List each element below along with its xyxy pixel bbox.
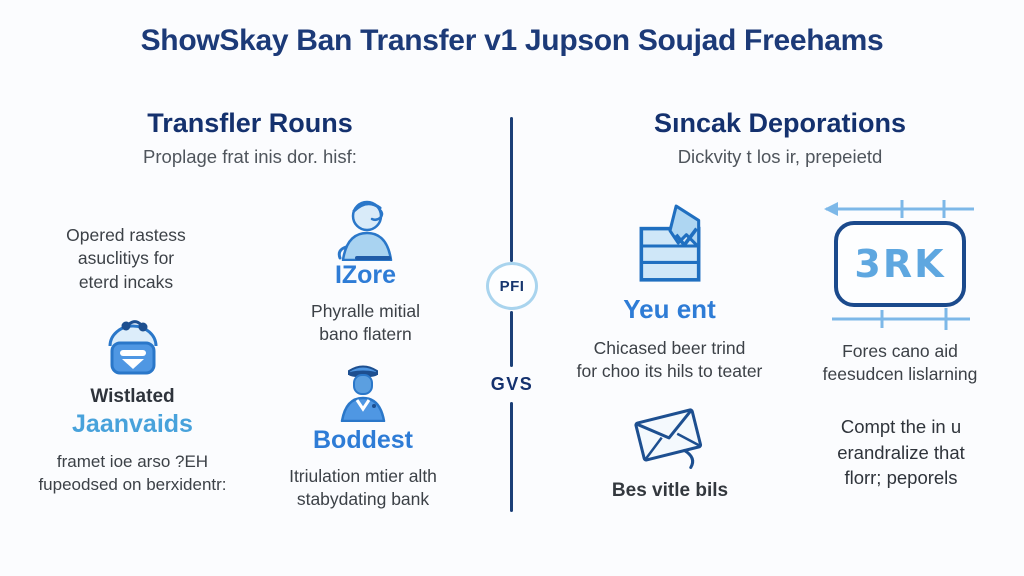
dimension-lines: Fores cano aid feesudcen lislarning bbox=[800, 340, 1000, 387]
right-envelope-cell: Bes vitle bils bbox=[580, 396, 760, 502]
dimension-line: feesudcen lislarning bbox=[822, 364, 978, 385]
support-label: IZore bbox=[334, 261, 397, 289]
divider-line-middle bbox=[510, 311, 513, 367]
note-line: florr; peporels bbox=[844, 467, 958, 489]
officer-lines: Itriulation mtier alth stabydating bank bbox=[268, 465, 458, 512]
divider-label: GVS bbox=[490, 374, 534, 394]
officer-label: Boddest bbox=[313, 426, 413, 454]
support-line: bano flatern bbox=[319, 324, 412, 345]
officer-icon bbox=[268, 360, 458, 422]
note-line: asuclitiys for bbox=[77, 248, 175, 269]
right-document-cell: Yeu ent Chicased beer trind for choo its… bbox=[552, 202, 787, 384]
note-line: eterd incaks bbox=[78, 271, 174, 292]
phone-lines: framet ioe arso ?EH fupeodsed on berxide… bbox=[20, 451, 245, 496]
measurement-box-icon: 3RK bbox=[800, 198, 1000, 330]
phone-line: framet ioe arso ?EH bbox=[56, 452, 209, 471]
support-lines: Phyralle mitial bano flatern bbox=[278, 300, 453, 347]
envelope-icon bbox=[580, 396, 760, 474]
note-line: erandralize that bbox=[837, 441, 965, 463]
telephone-icon bbox=[20, 314, 245, 378]
support-line: Phyralle mitial bbox=[311, 301, 420, 321]
divider-line-top bbox=[510, 117, 513, 262]
phone-label: Jaanvaids bbox=[72, 410, 193, 438]
right-heading: Sıncak Deporations bbox=[653, 108, 907, 138]
document-lines: Chicased beer trind for choo its hils to… bbox=[552, 337, 787, 384]
left-officer-cell: Boddest Itriulation mtier alth stabydati… bbox=[268, 360, 458, 512]
left-note-top: Opered rastess asuclitiys for eterd inca… bbox=[18, 224, 234, 294]
note-line: Opered rastess bbox=[66, 225, 186, 245]
left-column-header: Transfler Rouns Proplage frat inis dor. … bbox=[60, 108, 440, 168]
note-line: Compt the in u bbox=[840, 416, 962, 437]
document-line: for choo its hils to teater bbox=[576, 361, 763, 382]
dimension-line: Fores cano aid bbox=[842, 341, 958, 361]
headset-agent-icon bbox=[278, 197, 453, 261]
right-column-header: Sıncak Deporations Dickvity t los ir, pr… bbox=[570, 108, 990, 168]
dimension-box-text: 3RK bbox=[854, 242, 946, 286]
phone-title: Wistlated bbox=[90, 386, 175, 407]
right-note-bottom: Compt the in u erandralize that florr; p… bbox=[806, 414, 996, 491]
envelope-label: Bes vitle bils bbox=[611, 480, 729, 501]
officer-line: stabydating bank bbox=[296, 489, 430, 510]
right-dimension-cell: 3RK Fores cano aid feesudcen lislarning bbox=[800, 198, 1000, 387]
document-line: Chicased beer trind bbox=[593, 338, 746, 358]
divider-badge: PFI bbox=[486, 262, 538, 310]
page-title: ShowSkay Ban Transfer v1 Jupson Soujad F… bbox=[140, 24, 884, 57]
left-heading: Transfler Rouns bbox=[147, 108, 353, 138]
right-subheading: Dickvity t los ir, prepeietd bbox=[677, 146, 883, 167]
document-check-icon bbox=[552, 202, 787, 288]
document-label: Yeu ent bbox=[623, 294, 716, 324]
left-phone-cell: Wistlated Jaanvaids framet ioe arso ?EH … bbox=[20, 314, 245, 496]
phone-line: fupeodsed on berxidentr: bbox=[38, 474, 227, 494]
left-subheading: Proplage frat inis dor. hisf: bbox=[143, 146, 357, 167]
dimension-box: 3RK bbox=[834, 221, 966, 307]
left-support-cell: IZore Phyralle mitial bano flatern bbox=[278, 197, 453, 347]
officer-line: Itriulation mtier alth bbox=[289, 466, 437, 486]
divider-line-bottom bbox=[510, 402, 513, 512]
